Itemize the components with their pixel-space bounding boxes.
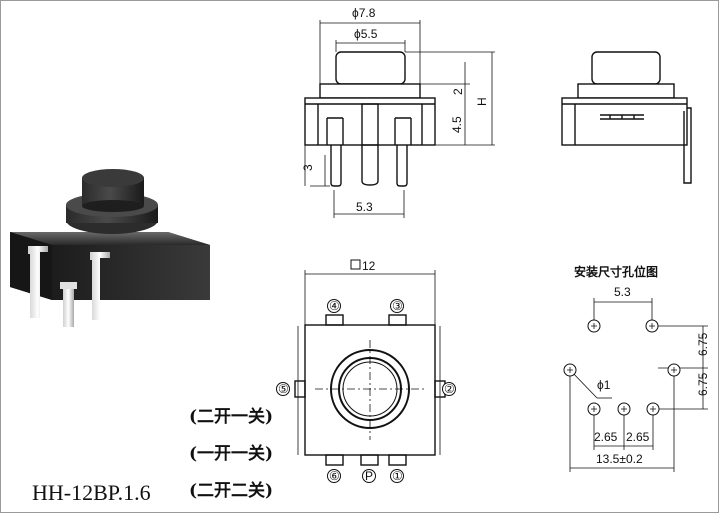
- pin-spacing-front-label: 5.3: [356, 200, 373, 214]
- pin-p-label: P: [365, 469, 373, 483]
- mounting-holes: [563, 319, 681, 416]
- cap-height-label: 2: [451, 88, 465, 95]
- pin-6-label: ⑥: [329, 469, 340, 483]
- hole-layout: [569, 298, 708, 472]
- hole-layout-title: 安装尺寸孔位图: [574, 264, 658, 279]
- mode-1-label: (二开一关): [189, 406, 273, 427]
- pin-1-label: ①: [392, 469, 403, 483]
- pin-2-label: ②: [444, 382, 455, 396]
- side-view: [561, 51, 692, 184]
- hole-vertical-1-label: 6.75: [696, 332, 710, 356]
- inner-diameter-label: ϕ5.5: [354, 27, 378, 41]
- pin-3-label: ③: [392, 299, 403, 313]
- svg-text:12: 12: [362, 259, 376, 273]
- pin-5-label: ⑤: [278, 382, 289, 396]
- hole-bottom-left-label: 2.65: [594, 430, 618, 444]
- pin-4-label: ④: [329, 299, 340, 313]
- mode-2-label: (一开一关): [189, 443, 273, 464]
- front-view: [304, 51, 436, 187]
- mode-3-label: (二开二关): [189, 480, 273, 501]
- pin-length-label: 3: [301, 164, 315, 171]
- hole-crosshairs: [567, 323, 677, 412]
- hole-diameter-label: ϕ1: [597, 378, 611, 392]
- body-height-label: 4.5: [450, 116, 464, 133]
- top-view: [294, 270, 446, 466]
- hole-overall-label: 13.5±0.2: [596, 452, 643, 466]
- total-height-label: H: [475, 97, 489, 106]
- hole-vertical-2-label: 6.75: [696, 372, 710, 396]
- switch-3d-image: [10, 169, 210, 327]
- body-square-label: 12: [350, 259, 376, 273]
- hole-top-spacing-label: 5.3: [614, 285, 631, 299]
- hole-bottom-right-label: 2.65: [626, 430, 650, 444]
- model-number: HH-12BP.1.6: [32, 480, 151, 505]
- pin-markers: [276, 299, 456, 483]
- front-view-dimensions: [304, 20, 495, 218]
- outer-diameter-label: ϕ7.8: [352, 6, 376, 20]
